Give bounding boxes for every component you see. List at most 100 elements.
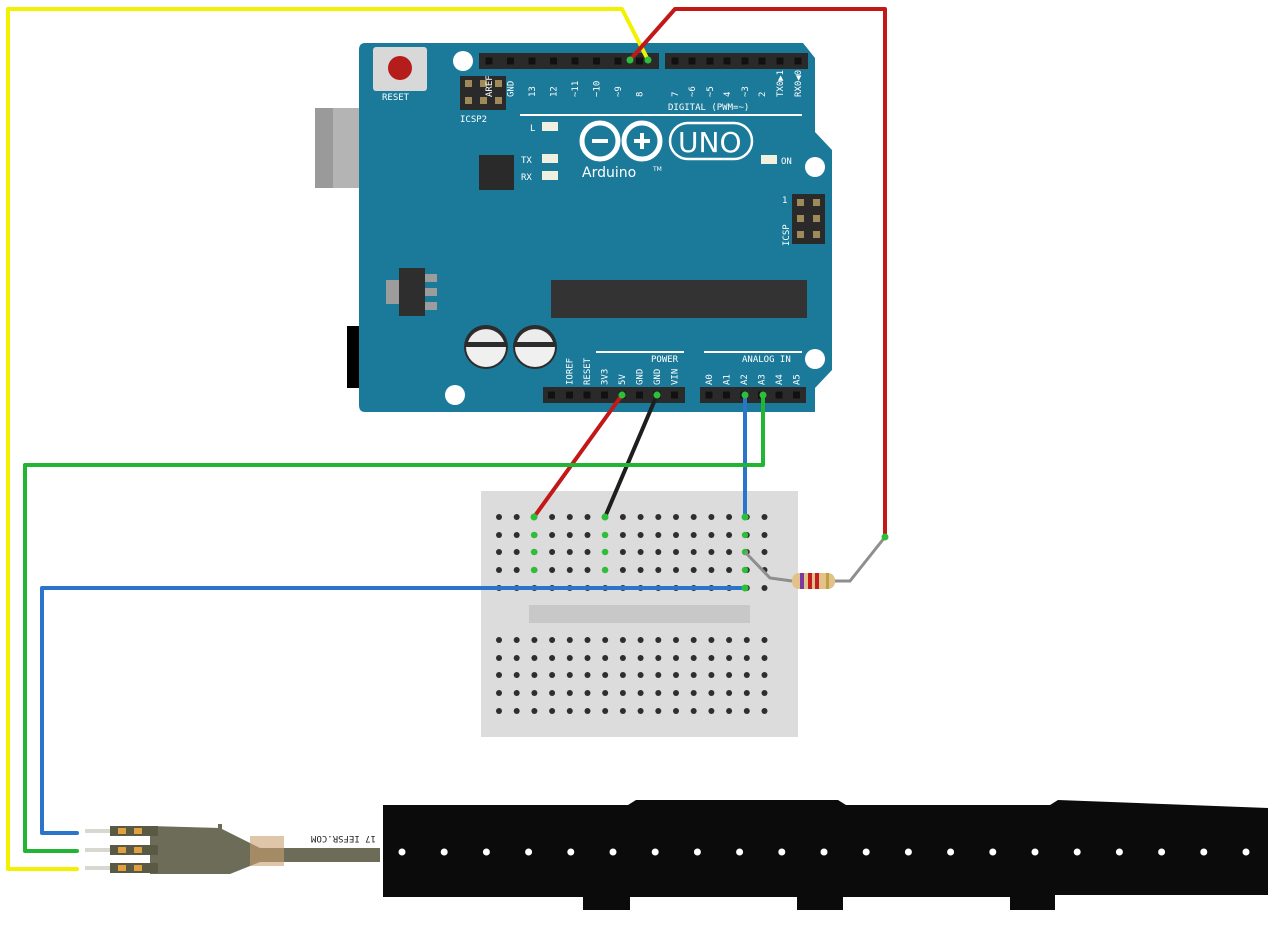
sensor-dot	[1073, 848, 1081, 856]
breadboard-hole	[726, 567, 733, 573]
breadboard-hole	[513, 690, 520, 696]
voltage-regulator	[386, 268, 437, 316]
breadboard-hole	[549, 549, 556, 555]
breadboard-hole	[655, 708, 662, 714]
led-tx-label: TX	[521, 156, 532, 166]
breadboard-hole	[673, 567, 679, 573]
wire-red-5v	[532, 393, 624, 519]
breadboard-hole	[513, 532, 520, 538]
breadboard-hole	[673, 672, 679, 678]
breadboard-hole	[513, 637, 520, 643]
digital-pin-hole	[636, 57, 643, 65]
digital-header-low	[479, 53, 659, 69]
breadboard-hole	[513, 655, 520, 661]
digital-pin-label: 7	[671, 92, 681, 97]
sensor-label: 17 IEFSR.COM	[310, 833, 376, 843]
breadboard-hole	[566, 567, 573, 573]
breadboard-hole	[690, 549, 697, 555]
wire-blue-signal	[40, 586, 747, 835]
breadboard-hole	[761, 514, 768, 520]
breadboard-hole	[673, 708, 679, 714]
breadboard-hole	[637, 532, 644, 538]
breadboard-hole	[531, 637, 538, 643]
breadboard-hole	[690, 690, 697, 696]
breadboard-hole	[496, 514, 502, 520]
breadboard-hole	[637, 514, 644, 520]
power-pin-hole	[601, 391, 608, 399]
mounting-hole	[805, 349, 825, 369]
breadboard-hole	[584, 672, 591, 678]
breadboard-hole	[708, 567, 715, 573]
breadboard-hole	[743, 655, 750, 661]
breadboard-hole	[602, 690, 609, 696]
breadboard-hole	[496, 549, 502, 555]
power-pin-label: VIN	[671, 369, 681, 385]
breadboard-hole	[602, 637, 609, 643]
analog-pin-label: A3	[758, 374, 768, 385]
board-brand: UNO	[678, 126, 741, 159]
force-sensor-strip: 17 IEFSR.COM	[85, 800, 1268, 910]
power-pin-label: 3V3	[601, 369, 611, 385]
power-pin-hole	[583, 391, 591, 399]
breadboard-hole	[531, 672, 538, 678]
analog-pin-label: A5	[793, 374, 803, 385]
sensor-dot	[440, 848, 448, 856]
breadboard-hole	[619, 655, 626, 661]
breadboard-hole	[584, 708, 591, 714]
breadboard-hole	[690, 532, 697, 538]
breadboard-hole	[673, 532, 679, 538]
breadboard-hole	[602, 672, 609, 678]
breadboard-hole	[513, 549, 520, 555]
breadboard-hole	[549, 690, 556, 696]
analog-header	[700, 387, 806, 403]
breadboard-hole	[584, 637, 591, 643]
analog-label: ANALOG IN	[742, 355, 791, 365]
breadboard-hole	[637, 549, 644, 555]
sensor-dot	[567, 848, 575, 856]
breadboard-hole	[726, 655, 733, 661]
breadboard-hole	[513, 672, 520, 678]
breadboard-hole	[655, 514, 662, 520]
breadboard-hole	[513, 708, 520, 714]
breadboard-hole	[619, 532, 626, 538]
sensor-dot	[778, 848, 786, 856]
digital-pin-label: ~9	[614, 86, 624, 97]
led-rx-label: RX	[521, 173, 532, 183]
digital-pin-hole	[571, 57, 579, 65]
breadboard-hole	[584, 690, 591, 696]
power-pin-hole	[566, 391, 573, 399]
usb-chip	[479, 155, 514, 190]
breadboard-hole	[619, 672, 626, 678]
digital-pin-hole	[550, 57, 557, 65]
digital-pin-hole	[723, 57, 731, 65]
digital-pin-label: 8	[636, 92, 646, 97]
breadboard-hole	[655, 532, 662, 538]
wire-red-pwm	[628, 7, 887, 539]
breadboard-hole	[690, 514, 697, 520]
breadboard-hole	[619, 567, 626, 573]
digital-pin-hole	[593, 57, 600, 65]
digital-pin-label: 13	[528, 86, 538, 97]
breadboard-hole	[584, 655, 591, 661]
breadboard-hole	[690, 672, 697, 678]
sensor-dot	[1031, 848, 1039, 856]
icsp-header	[792, 194, 825, 244]
breadboard-hole	[673, 655, 679, 661]
sensor-dot	[398, 848, 406, 856]
sensor-dot	[482, 848, 490, 856]
power-pin-label: IOREF	[566, 358, 576, 385]
breadboard-hole	[496, 637, 502, 643]
digital-pin-hole	[528, 57, 536, 65]
sensor-dot	[862, 848, 870, 856]
breadboard-hole	[761, 549, 768, 555]
digital-pin-label: ~5	[706, 86, 716, 97]
breadboard-hole	[584, 532, 591, 538]
breadboard-hole	[655, 655, 662, 661]
sensor-dot	[693, 848, 701, 856]
breadboard-hole	[708, 672, 715, 678]
breadboard-hole	[566, 672, 573, 678]
breadboard-hole	[708, 514, 715, 520]
digital-pin-label: ~3	[741, 86, 751, 97]
digital-header-high	[665, 53, 808, 69]
